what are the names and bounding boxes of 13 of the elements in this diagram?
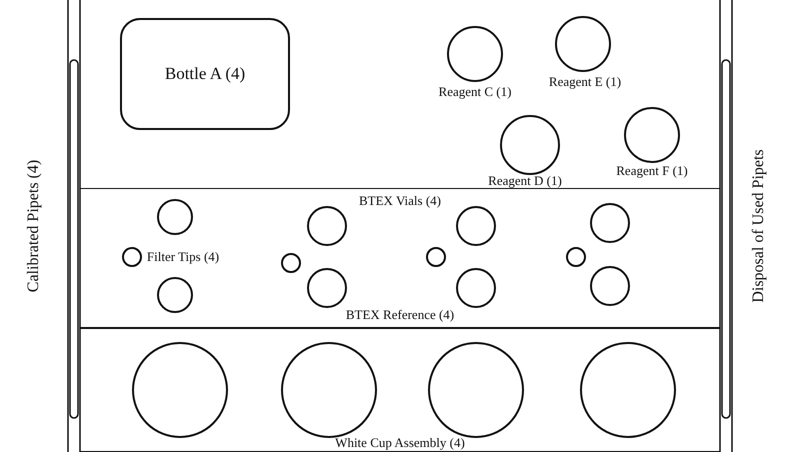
section-label: BTEX Vials (4)	[358, 193, 442, 209]
item-label: Reagent D (1)	[488, 173, 562, 189]
item-label: Filter Tips (4)	[146, 249, 220, 265]
column-label: Disposal of Used Pipets	[750, 149, 768, 303]
column-label: Calibrated Pipets (4)	[25, 160, 43, 292]
item-label: Reagent F (1)	[616, 163, 688, 179]
tray-section	[80, 328, 720, 452]
bottle-compartment: Bottle A (4)	[120, 18, 290, 130]
section-label: BTEX Reference (4)	[346, 307, 454, 323]
section-label: White Cup Assembly (4)	[335, 435, 465, 451]
item-label: Reagent C (1)	[438, 84, 512, 100]
item-label: Reagent E (1)	[548, 74, 622, 90]
tray-section	[80, 188, 720, 328]
